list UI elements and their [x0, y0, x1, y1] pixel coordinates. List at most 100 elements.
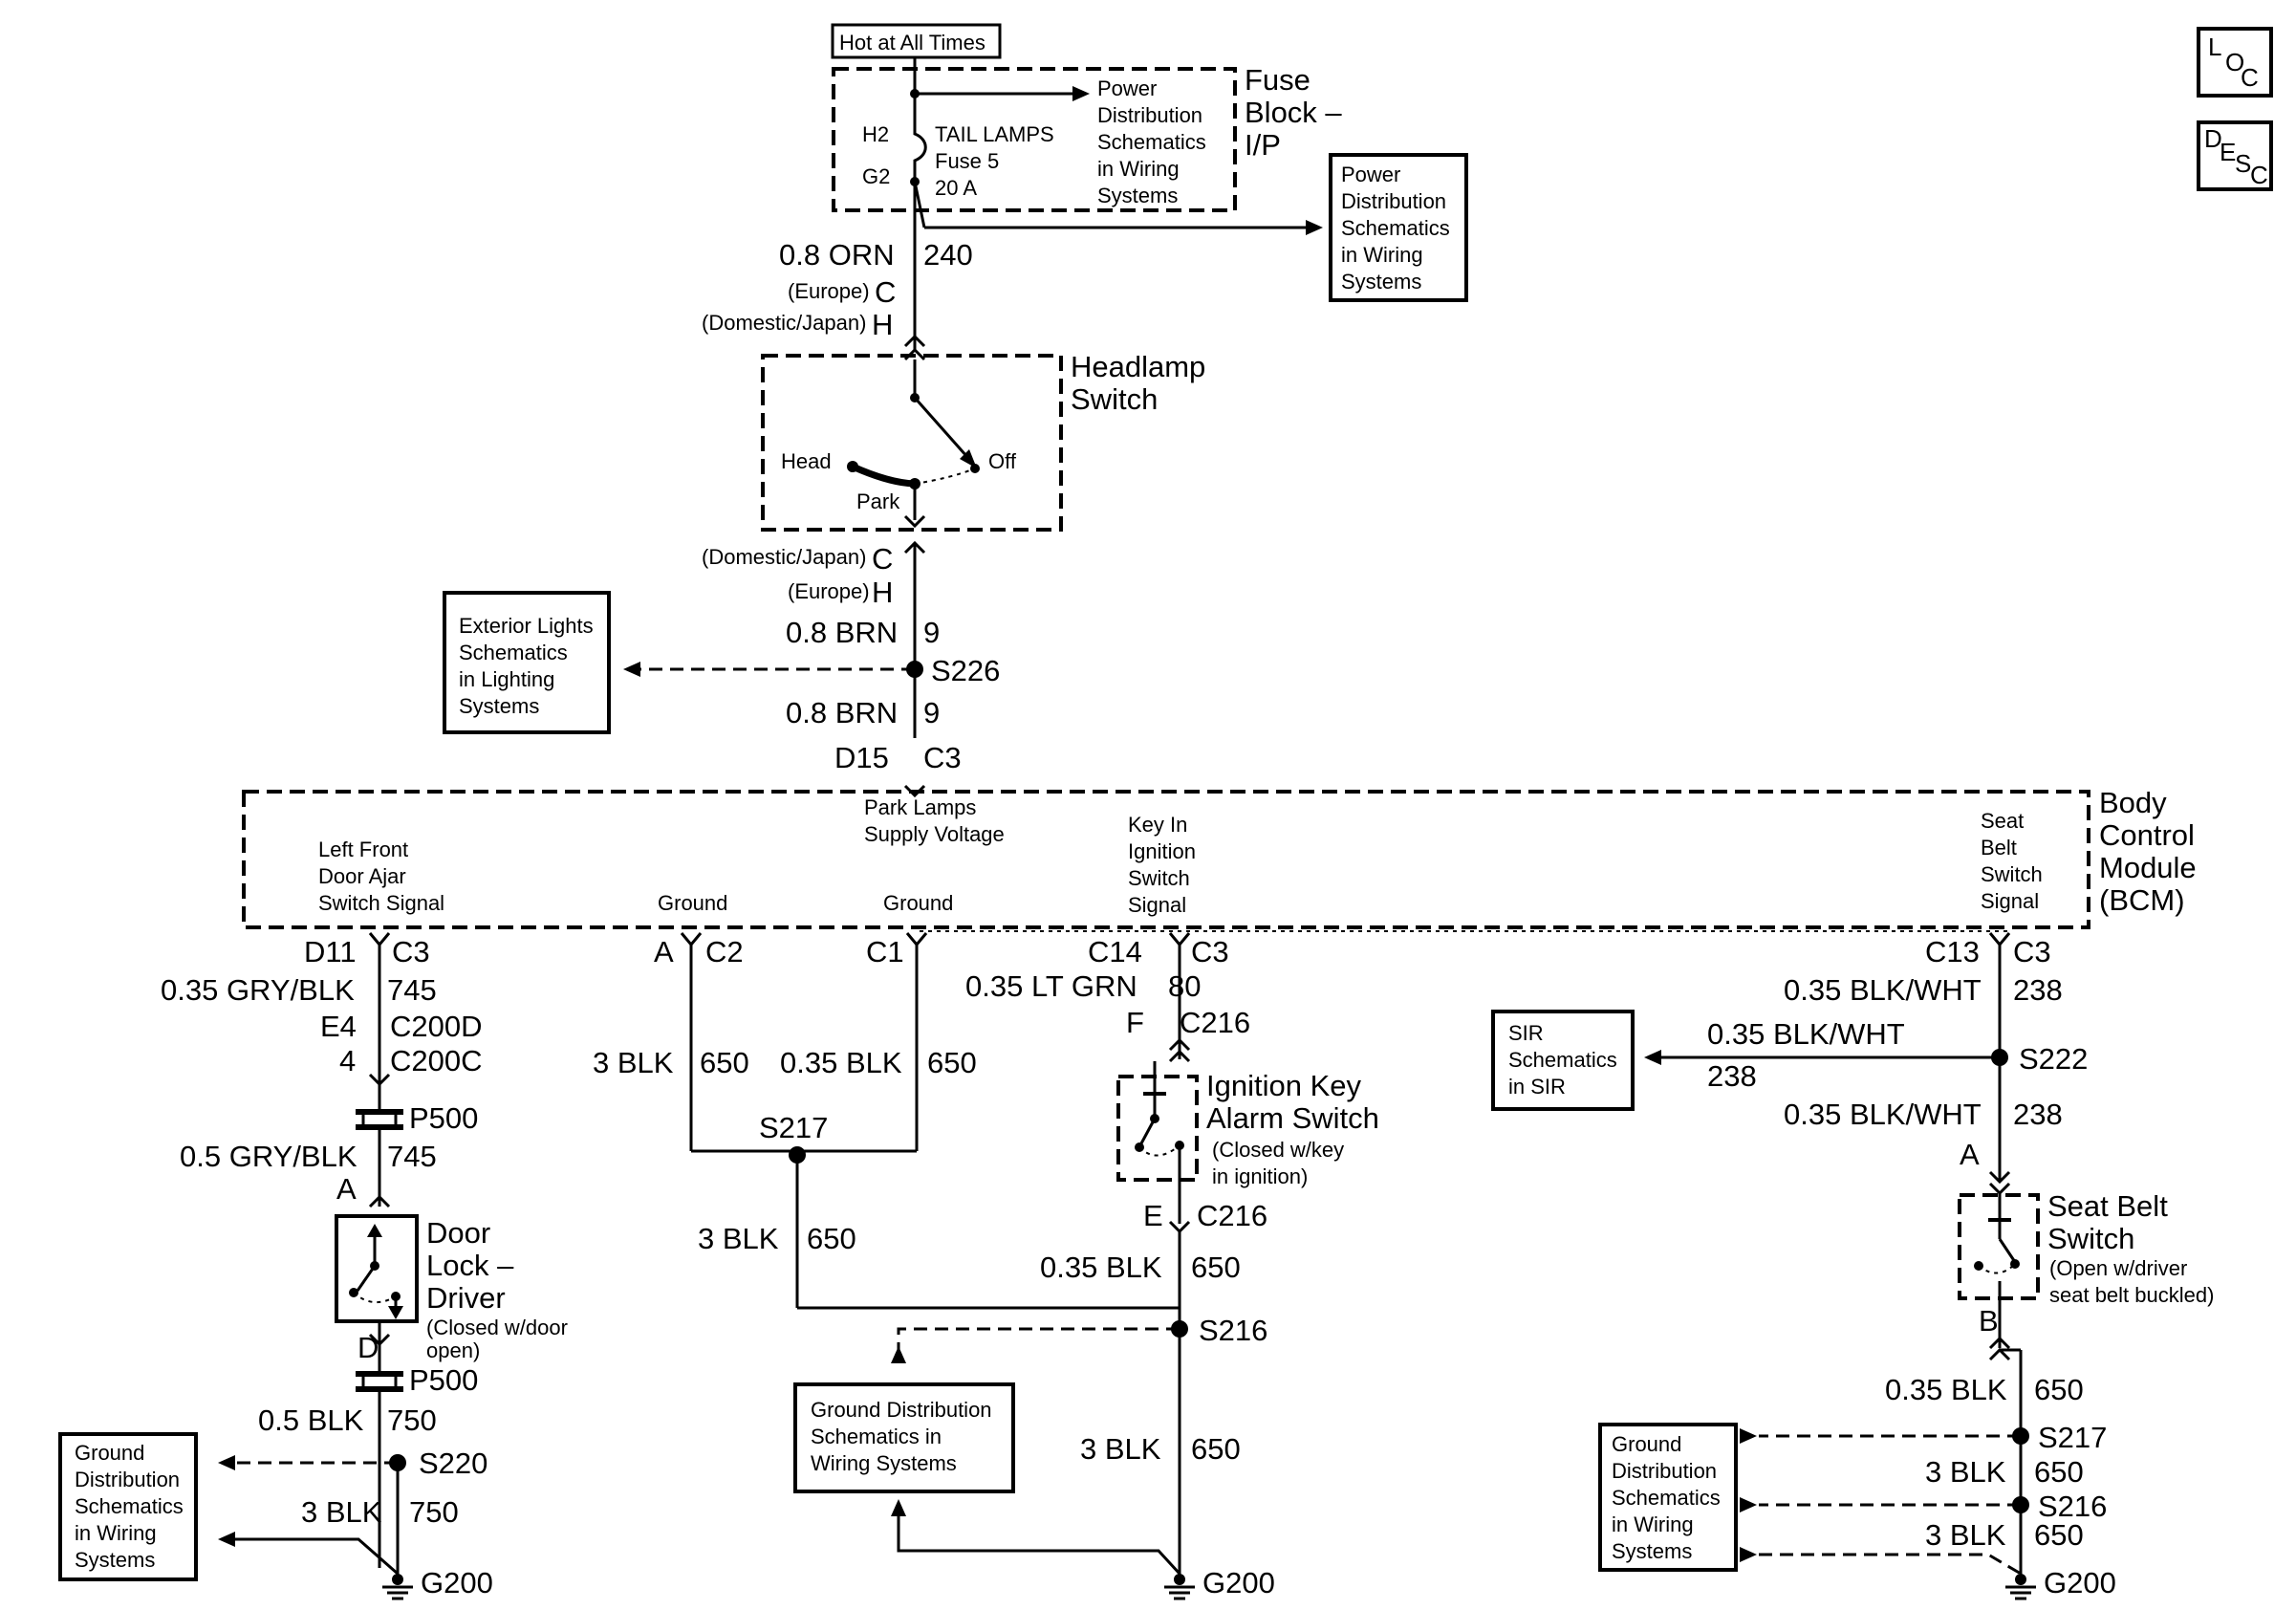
svg-text:G2: G2	[862, 164, 890, 188]
svg-text:Systems: Systems	[1612, 1539, 1692, 1563]
svg-text:A: A	[336, 1172, 357, 1206]
svg-text:Ignition Key: Ignition Key	[1206, 1069, 1361, 1102]
svg-text:Switch: Switch	[1071, 382, 1158, 416]
svg-text:E: E	[2220, 138, 2236, 166]
svg-text:3 BLK: 3 BLK	[593, 1046, 674, 1079]
svg-text:3 BLK: 3 BLK	[301, 1495, 382, 1529]
svg-text:in Lighting: in Lighting	[459, 667, 554, 691]
svg-text:D15: D15	[834, 741, 889, 774]
svg-text:650: 650	[1191, 1251, 1241, 1284]
svg-text:Head: Head	[781, 449, 832, 473]
svg-text:S: S	[2235, 149, 2251, 178]
svg-text:I/P: I/P	[1245, 128, 1281, 162]
svg-text:Schematics: Schematics	[1341, 216, 1450, 240]
svg-text:Headlamp: Headlamp	[1071, 350, 1205, 383]
svg-text:C2: C2	[705, 935, 744, 968]
svg-text:C: C	[872, 542, 893, 576]
svg-text:Systems: Systems	[459, 694, 539, 718]
svg-text:D11: D11	[304, 935, 357, 968]
wire-240-circuit: 240	[923, 238, 973, 272]
svg-text:Driver: Driver	[426, 1281, 506, 1315]
svg-text:Switch: Switch	[1981, 862, 2043, 886]
svg-text:Body: Body	[2099, 786, 2167, 819]
svg-text:TAIL LAMPS: TAIL LAMPS	[935, 122, 1054, 146]
svg-text:C216: C216	[1197, 1199, 1267, 1232]
svg-text:C: C	[2241, 63, 2259, 92]
svg-text:C14: C14	[1088, 935, 1142, 968]
svg-text:Switch: Switch	[2047, 1222, 2134, 1255]
svg-text:(Closed w/door: (Closed w/door	[426, 1316, 568, 1339]
svg-text:Switch: Switch	[1128, 866, 1190, 890]
ground-distribution-box-mid[interactable]: Ground Distribution Schematics in Wiring…	[793, 1382, 1015, 1493]
headlamp-switch: Head Off Park Headlamp Switch	[761, 350, 1205, 532]
svg-text:Schematics: Schematics	[1508, 1048, 1617, 1072]
svg-text:238: 238	[2013, 1098, 2063, 1131]
svg-text:G200: G200	[2044, 1566, 2116, 1599]
svg-text:Door Ajar: Door Ajar	[318, 864, 406, 888]
svg-text:750: 750	[387, 1403, 437, 1437]
svg-text:Alarm Switch: Alarm Switch	[1206, 1101, 1379, 1135]
svg-text:Fuse 5: Fuse 5	[935, 149, 999, 173]
ground-distribution-box-right[interactable]: Ground Distribution Schematics in Wiring…	[1598, 1423, 1738, 1572]
svg-text:Power: Power	[1341, 163, 1400, 186]
exterior-lights-box[interactable]: Exterior Lights Schematics in Lighting S…	[443, 591, 611, 734]
svg-text:(Europe): (Europe)	[788, 579, 870, 603]
svg-text:(Domestic/Japan): (Domestic/Japan)	[702, 545, 866, 569]
svg-text:F: F	[1126, 1006, 1144, 1039]
power-distribution-box[interactable]: Power Distribution Schematics in Wiring …	[1329, 153, 1468, 302]
svg-text:Power: Power	[1097, 76, 1157, 100]
svg-text:4: 4	[339, 1044, 356, 1077]
svg-text:80: 80	[1168, 969, 1201, 1003]
fuse-block: H2 G2 TAIL LAMPS Fuse 5 20 A Power Distr…	[832, 57, 1342, 212]
svg-text:Seat Belt: Seat Belt	[2047, 1189, 2168, 1223]
svg-text:in SIR: in SIR	[1508, 1075, 1566, 1099]
svg-text:O: O	[2225, 48, 2244, 76]
sir-box[interactable]: SIR Schematics in SIR	[1491, 1010, 1635, 1111]
svg-text:H2: H2	[862, 122, 889, 146]
svg-text:D: D	[357, 1331, 379, 1364]
svg-text:Left Front: Left Front	[318, 838, 408, 861]
svg-text:(Domestic/Japan): (Domestic/Japan)	[702, 311, 866, 335]
svg-text:3 BLK: 3 BLK	[1925, 1518, 2006, 1552]
svg-text:Schematics: Schematics	[1612, 1486, 1721, 1510]
svg-text:C3: C3	[392, 935, 430, 968]
svg-text:650: 650	[2034, 1518, 2084, 1552]
svg-text:Schematics: Schematics	[75, 1494, 184, 1518]
svg-text:0.35 GRY/BLK: 0.35 GRY/BLK	[161, 973, 355, 1007]
body-control-module: Park Lamps Supply Voltage Left Front Doo…	[242, 786, 2197, 929]
svg-text:C200D: C200D	[390, 1010, 483, 1043]
svg-text:20 A: 20 A	[935, 176, 977, 200]
svg-text:0.35 BLK/WHT: 0.35 BLK/WHT	[1784, 1098, 1982, 1131]
svg-text:S217: S217	[2038, 1421, 2107, 1454]
svg-text:S220: S220	[419, 1447, 487, 1480]
svg-text:D: D	[2204, 124, 2222, 153]
svg-text:650: 650	[2034, 1455, 2084, 1489]
svg-text:C3: C3	[2013, 935, 2051, 968]
svg-text:3 BLK: 3 BLK	[1080, 1432, 1161, 1466]
svg-text:Park Lamps: Park Lamps	[864, 795, 976, 819]
svg-text:in ignition): in ignition)	[1212, 1164, 1308, 1188]
svg-text:0.5 BLK: 0.5 BLK	[258, 1403, 364, 1437]
svg-text:Exterior Lights: Exterior Lights	[459, 614, 594, 638]
svg-text:in Wiring: in Wiring	[75, 1521, 157, 1545]
svg-text:C13: C13	[1925, 935, 1980, 968]
svg-text:0.35 BLK/WHT: 0.35 BLK/WHT	[1784, 973, 1982, 1007]
svg-text:C3: C3	[1191, 935, 1229, 968]
svg-text:0.5 GRY/BLK: 0.5 GRY/BLK	[180, 1140, 357, 1173]
svg-text:Module: Module	[2099, 851, 2197, 884]
svg-text:in Wiring: in Wiring	[1612, 1512, 1694, 1536]
svg-text:Supply Voltage: Supply Voltage	[864, 822, 1005, 846]
svg-text:S222: S222	[2019, 1042, 2088, 1076]
svg-text:(BCM): (BCM)	[2099, 883, 2185, 917]
svg-text:3 BLK: 3 BLK	[1925, 1455, 2006, 1489]
svg-text:P500: P500	[409, 1363, 478, 1397]
wire-240-gauge: 0.8 ORN	[779, 238, 895, 272]
svg-text:Key In: Key In	[1128, 813, 1187, 837]
svg-text:Lock –: Lock –	[426, 1249, 514, 1282]
seat-belt-circuit: C13 C3 0.35 BLK/WHT 238 S222 0.35 BLK/WH…	[1644, 932, 2214, 1600]
ground-distribution-box-left[interactable]: Ground Distribution Schematics in Wiring…	[58, 1432, 198, 1581]
svg-text:9: 9	[923, 616, 940, 649]
svg-text:650: 650	[2034, 1373, 2084, 1406]
svg-text:750: 750	[409, 1495, 459, 1529]
